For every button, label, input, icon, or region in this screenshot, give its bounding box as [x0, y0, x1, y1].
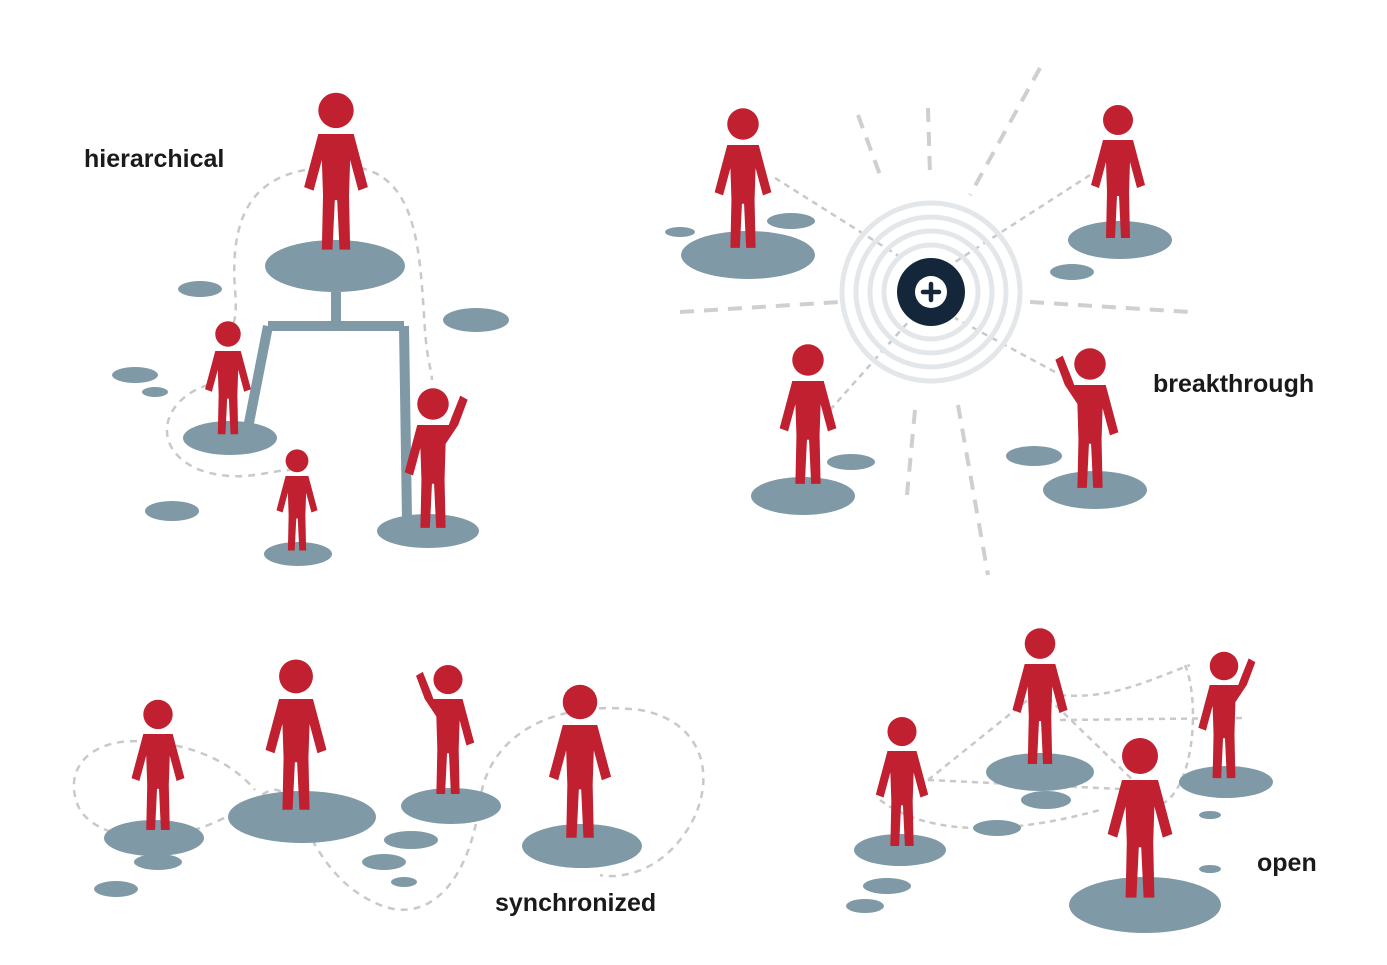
floating-blob [178, 281, 222, 297]
person-icon [276, 449, 318, 551]
radiating-line [856, 114, 882, 176]
platform [986, 753, 1094, 791]
dashed-connector [954, 173, 1091, 264]
platform [104, 820, 204, 856]
person-icon [415, 665, 475, 795]
platform [1069, 877, 1221, 933]
platform [681, 231, 815, 279]
person-icon [714, 108, 772, 248]
floating-blob [846, 899, 884, 913]
hub-ring [881, 242, 981, 342]
radiating-line [905, 409, 917, 496]
floating-blob [1199, 865, 1221, 873]
dashed-connector [1039, 689, 1144, 791]
floating-blob [142, 387, 168, 397]
platform [1043, 471, 1147, 509]
person-icon [1012, 628, 1068, 764]
floating-blob [827, 454, 875, 470]
person-icon [304, 92, 368, 250]
person-icon [404, 388, 468, 528]
platform [854, 834, 946, 866]
radiating-line [968, 67, 1042, 196]
radiating-line [926, 107, 932, 176]
platform [1068, 221, 1172, 259]
plus-circle-icon [897, 258, 965, 326]
person-icon [1107, 738, 1173, 898]
open-group: open [846, 628, 1317, 933]
floating-blob [767, 213, 815, 229]
floating-blob [973, 820, 1021, 836]
dashed-connector [879, 798, 1101, 830]
floating-blob [1006, 446, 1062, 466]
floating-blob [665, 227, 695, 237]
platform [264, 542, 332, 566]
floating-blob [145, 501, 199, 521]
platform [401, 788, 501, 824]
person-icon [875, 717, 929, 847]
hierarchy-connector [243, 292, 412, 521]
person-icon [1055, 348, 1119, 488]
dashed-connector [165, 383, 291, 478]
synchronized-group: synchronized [72, 659, 705, 917]
label-hierarchical: hierarchical [84, 145, 224, 173]
platform [265, 240, 405, 292]
breakthrough-group: breakthrough [665, 67, 1314, 576]
platform [377, 514, 479, 548]
person-icon [131, 699, 185, 831]
platform [228, 791, 376, 843]
platform [751, 477, 855, 515]
dashed-connector [829, 319, 911, 411]
platform [1179, 766, 1273, 798]
dashed-connector [927, 689, 1041, 781]
floating-blob [443, 308, 509, 332]
dashed-connector [774, 176, 906, 262]
floating-blob [384, 831, 438, 849]
radiating-line [679, 300, 841, 314]
radiating-line [1029, 300, 1191, 314]
radiating-line [956, 404, 990, 576]
person-icon [1198, 651, 1256, 779]
dashed-connector [927, 778, 1144, 792]
person-icon [1091, 105, 1145, 238]
label-synchronized: synchronized [495, 889, 656, 917]
hierarchical-group: hierarchical [84, 92, 509, 566]
dashed-connector [1159, 664, 1195, 807]
floating-blob [134, 854, 182, 870]
floating-blob [391, 877, 417, 887]
floating-blob [362, 854, 406, 870]
floating-blob [1050, 264, 1094, 280]
dashed-connector [1059, 663, 1191, 697]
floating-blob [1021, 791, 1071, 809]
platform [183, 421, 277, 455]
hub-ring [867, 228, 995, 356]
floating-blob [1199, 811, 1221, 819]
hub-ring [853, 214, 1009, 370]
floating-blob [112, 367, 158, 383]
label-open: open [1257, 849, 1317, 877]
floating-blob [863, 878, 911, 894]
hub-ring [839, 200, 1023, 384]
person-icon [265, 659, 327, 810]
dashed-connector [359, 166, 434, 381]
floating-blob [94, 881, 138, 897]
platform [522, 824, 642, 868]
person-icon [205, 321, 251, 435]
label-breakthrough: breakthrough [1153, 370, 1314, 398]
